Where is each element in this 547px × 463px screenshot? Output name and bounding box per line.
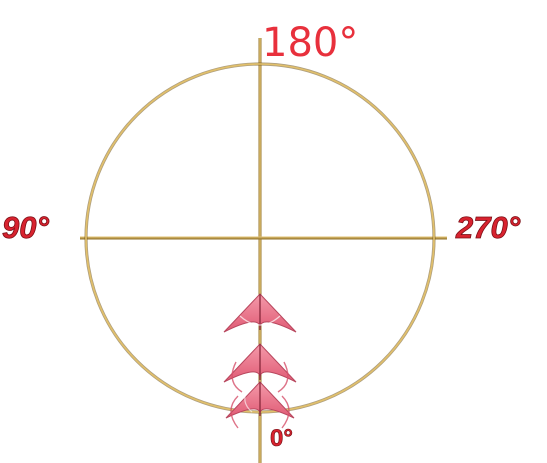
- kite-upper: [224, 294, 296, 332]
- label-180: 180°: [262, 20, 358, 66]
- label-270: 270°: [455, 210, 521, 245]
- label-0: 0°: [270, 425, 293, 452]
- kite-group: [224, 294, 296, 428]
- label-90: 90°: [2, 210, 49, 245]
- horizontal-axis: [80, 237, 447, 240]
